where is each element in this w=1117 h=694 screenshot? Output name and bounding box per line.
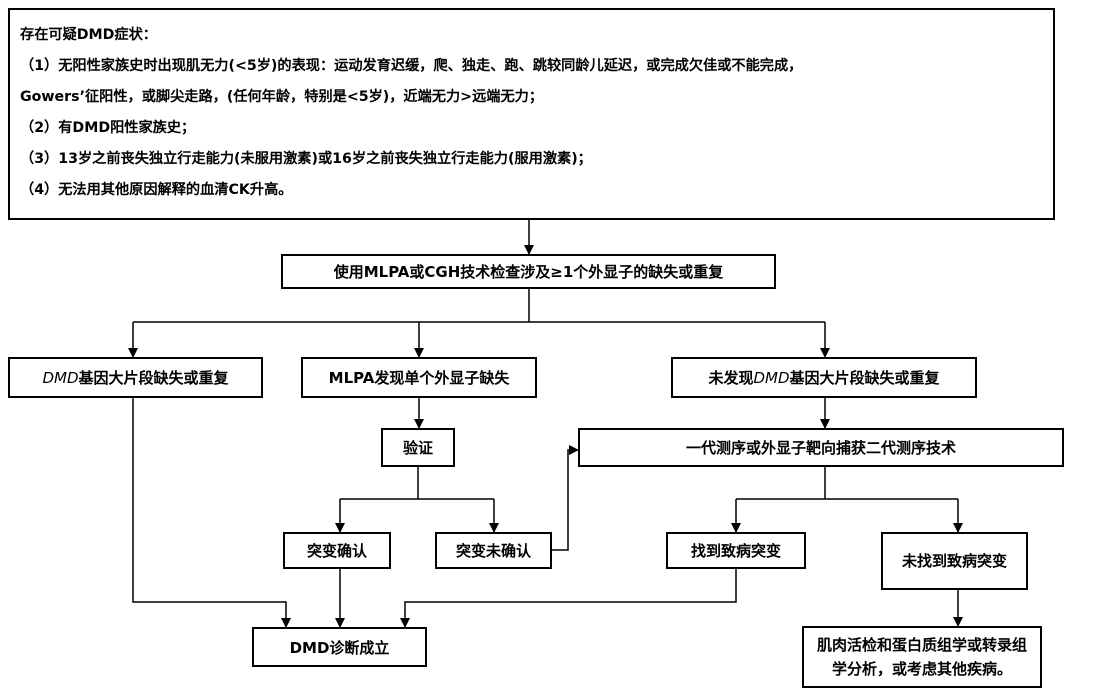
verify-box: 验证 <box>381 428 455 467</box>
dmd-gene-italic: DMD <box>753 369 790 387</box>
criteria-item-1-cont: Gowers’征阳性，或脚尖走路，(任何年龄，特别是<5岁)，近端无力>远端无力… <box>20 89 544 105</box>
biopsy-label: 肌肉活检和蛋白质组学或转录组学分析，或考虑其他疾病。 <box>816 636 1027 678</box>
criteria-item-4: （4）无法用其他原因解释的血清CK升高。 <box>20 182 293 198</box>
verify-label: 验证 <box>402 439 433 457</box>
mutation-unconfirmed-box: 突变未确认 <box>435 532 552 569</box>
not-found-pathogenic-box: 未找到致病突变 <box>881 532 1028 590</box>
not-found-large-deletion-box: 未发现DMD基因大片段缺失或重复 <box>671 357 977 398</box>
criteria-item-2: （2）有DMD阳性家族史； <box>20 120 196 136</box>
found-pathogenic-box: 找到致病突变 <box>666 532 806 569</box>
biopsy-box: 肌肉活检和蛋白质组学或转录组学分析，或考虑其他疾病。 <box>802 626 1042 688</box>
single-exon-label: MLPA发现单个外显子缺失 <box>328 369 510 387</box>
ngs-box: 一代测序或外显子靶向捕获二代测序技术 <box>578 428 1064 467</box>
ngs-label: 一代测序或外显子靶向捕获二代测序技术 <box>685 439 956 457</box>
dmd-gene-italic: DMD <box>42 369 79 387</box>
arrow-large-deletion-to-diagnosis <box>132 398 291 628</box>
mutation-unconfirmed-label: 突变未确认 <box>455 542 531 560</box>
mlpa-cgh-test-label: 使用MLPA或CGH技术检查涉及≥1个外显子的缺失或重复 <box>333 263 724 281</box>
mutation-confirmed-label: 突变确认 <box>306 542 367 560</box>
single-exon-box: MLPA发现单个外显子缺失 <box>301 357 537 398</box>
dmd-diagnosis-box: DMD诊断成立 <box>252 627 427 667</box>
criteria-title: 存在可疑DMD症状： <box>20 27 157 43</box>
mlpa-cgh-test-box: 使用MLPA或CGH技术检查涉及≥1个外显子的缺失或重复 <box>281 254 776 289</box>
not-found-large-deletion-label: 未发现DMD基因大片段缺失或重复 <box>708 367 939 388</box>
arrow-unconfirmed-to-ngs <box>552 445 579 551</box>
criteria-item-1: （1）无阳性家族史时出现肌无力(<5岁)的表现：运动发育迟缓，爬、独走、跑、跳较… <box>20 58 803 74</box>
not-found-prefix: 未发现 <box>708 369 754 387</box>
found-pathogenic-label: 找到致病突变 <box>690 542 781 560</box>
not-found-suffix: 基因大片段缺失或重复 <box>789 369 940 387</box>
not-found-pathogenic-label: 未找到致病突变 <box>901 552 1007 570</box>
large-deletion-label: DMD基因大片段缺失或重复 <box>42 367 228 388</box>
criteria-item-3: （3）13岁之前丧失独立行走能力(未服用激素)或16岁之前丧失独立行走能力(服用… <box>20 151 592 167</box>
arrow-found-to-diagnosis <box>400 569 737 628</box>
mutation-confirmed-box: 突变确认 <box>283 532 391 569</box>
dmd-diagnosis-label: DMD诊断成立 <box>289 638 390 657</box>
large-deletion-suffix: 基因大片段缺失或重复 <box>78 369 229 387</box>
large-deletion-box: DMD基因大片段缺失或重复 <box>8 357 263 398</box>
suspected-dmd-criteria-box: 存在可疑DMD症状： （1）无阳性家族史时出现肌无力(<5岁)的表现：运动发育迟… <box>8 8 1055 220</box>
